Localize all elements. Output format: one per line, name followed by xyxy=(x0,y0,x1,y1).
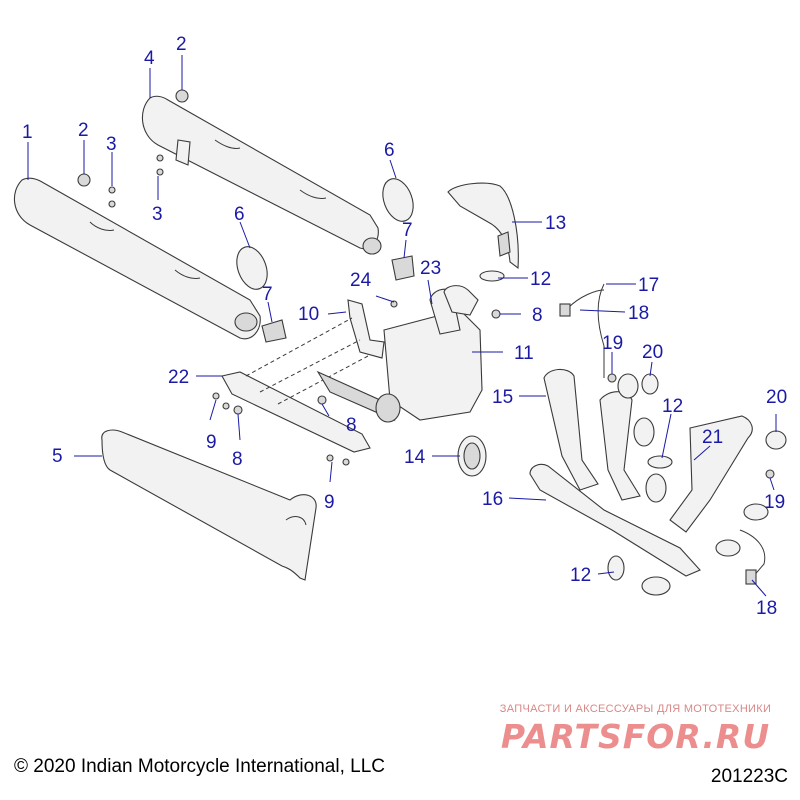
clamp-v-band xyxy=(457,435,487,477)
callout-20-right: 20 xyxy=(766,387,787,408)
callout-6-upper: 6 xyxy=(384,140,395,161)
bolts xyxy=(212,300,501,466)
callout-6-lower: 6 xyxy=(234,204,245,225)
callout-2-lower: 2 xyxy=(78,120,89,141)
leader-lines xyxy=(27,55,777,597)
callout-labels: 1 2 2 3 3 4 5 6 6 7 7 8 8 8 9 9 10 11 12… xyxy=(22,34,787,619)
callout-21: 21 xyxy=(702,427,723,448)
callout-23: 23 xyxy=(420,258,441,279)
callout-3-lower: 3 xyxy=(152,204,163,225)
callout-12-middle: 12 xyxy=(662,396,683,417)
clamp-large xyxy=(236,178,414,290)
callout-10: 10 xyxy=(298,304,319,325)
callout-15: 15 xyxy=(492,387,513,408)
hardware-nuts xyxy=(77,89,189,208)
callout-8-middle: 8 xyxy=(346,415,357,436)
callout-18-bottom: 18 xyxy=(756,598,777,619)
copyright-notice: © 2020 Indian Motorcycle International, … xyxy=(14,756,385,777)
band-clamp xyxy=(261,255,415,343)
callout-8-right: 8 xyxy=(532,305,543,326)
muffler-lower xyxy=(13,177,261,340)
diagram-number: 201223C xyxy=(710,766,788,787)
gaskets xyxy=(617,373,787,450)
header-pipes xyxy=(529,368,753,577)
callout-14: 14 xyxy=(404,447,426,468)
watermark-tagline: ЗАПЧАСТИ И АКСЕССУАРЫ ДЛЯ МОТОТЕХНИКИ xyxy=(499,703,772,715)
callout-8-left: 8 xyxy=(232,449,243,470)
callout-2-upper: 2 xyxy=(176,34,187,55)
heat-shield-muffler xyxy=(101,429,317,581)
callout-16: 16 xyxy=(482,489,503,510)
callout-12-bottom: 12 xyxy=(570,565,591,586)
callout-11: 11 xyxy=(514,343,534,364)
callout-12-top: 12 xyxy=(530,269,551,290)
small-clamps xyxy=(479,270,769,596)
o2-sensors xyxy=(559,283,775,585)
catalyst-assembly xyxy=(316,285,483,423)
callout-9-left: 9 xyxy=(206,432,217,453)
callout-1: 1 xyxy=(22,122,33,143)
callout-20-left: 20 xyxy=(642,342,663,363)
callout-13: 13 xyxy=(545,213,566,234)
callout-5: 5 xyxy=(52,446,63,467)
callout-19-bottom: 19 xyxy=(764,492,785,513)
callout-24: 24 xyxy=(350,270,372,291)
callout-7-upper: 7 xyxy=(402,220,413,241)
watermark-brand: PARTSFOR.RU xyxy=(500,717,771,756)
callout-3-upper: 3 xyxy=(106,134,117,155)
callout-9-right: 9 xyxy=(324,492,335,513)
watermark-logo: ЗАПЧАСТИ И АКСЕССУАРЫ ДЛЯ МОТОТЕХНИКИ PA… xyxy=(488,703,783,756)
callout-19-top: 19 xyxy=(602,333,623,354)
heat-shield-header xyxy=(447,182,519,270)
callout-17: 17 xyxy=(638,275,659,296)
callout-4: 4 xyxy=(144,48,155,69)
callout-18-top: 18 xyxy=(628,303,649,324)
callout-7-lower: 7 xyxy=(262,284,273,305)
callout-22: 22 xyxy=(168,367,189,388)
muffler-upper xyxy=(141,95,382,255)
